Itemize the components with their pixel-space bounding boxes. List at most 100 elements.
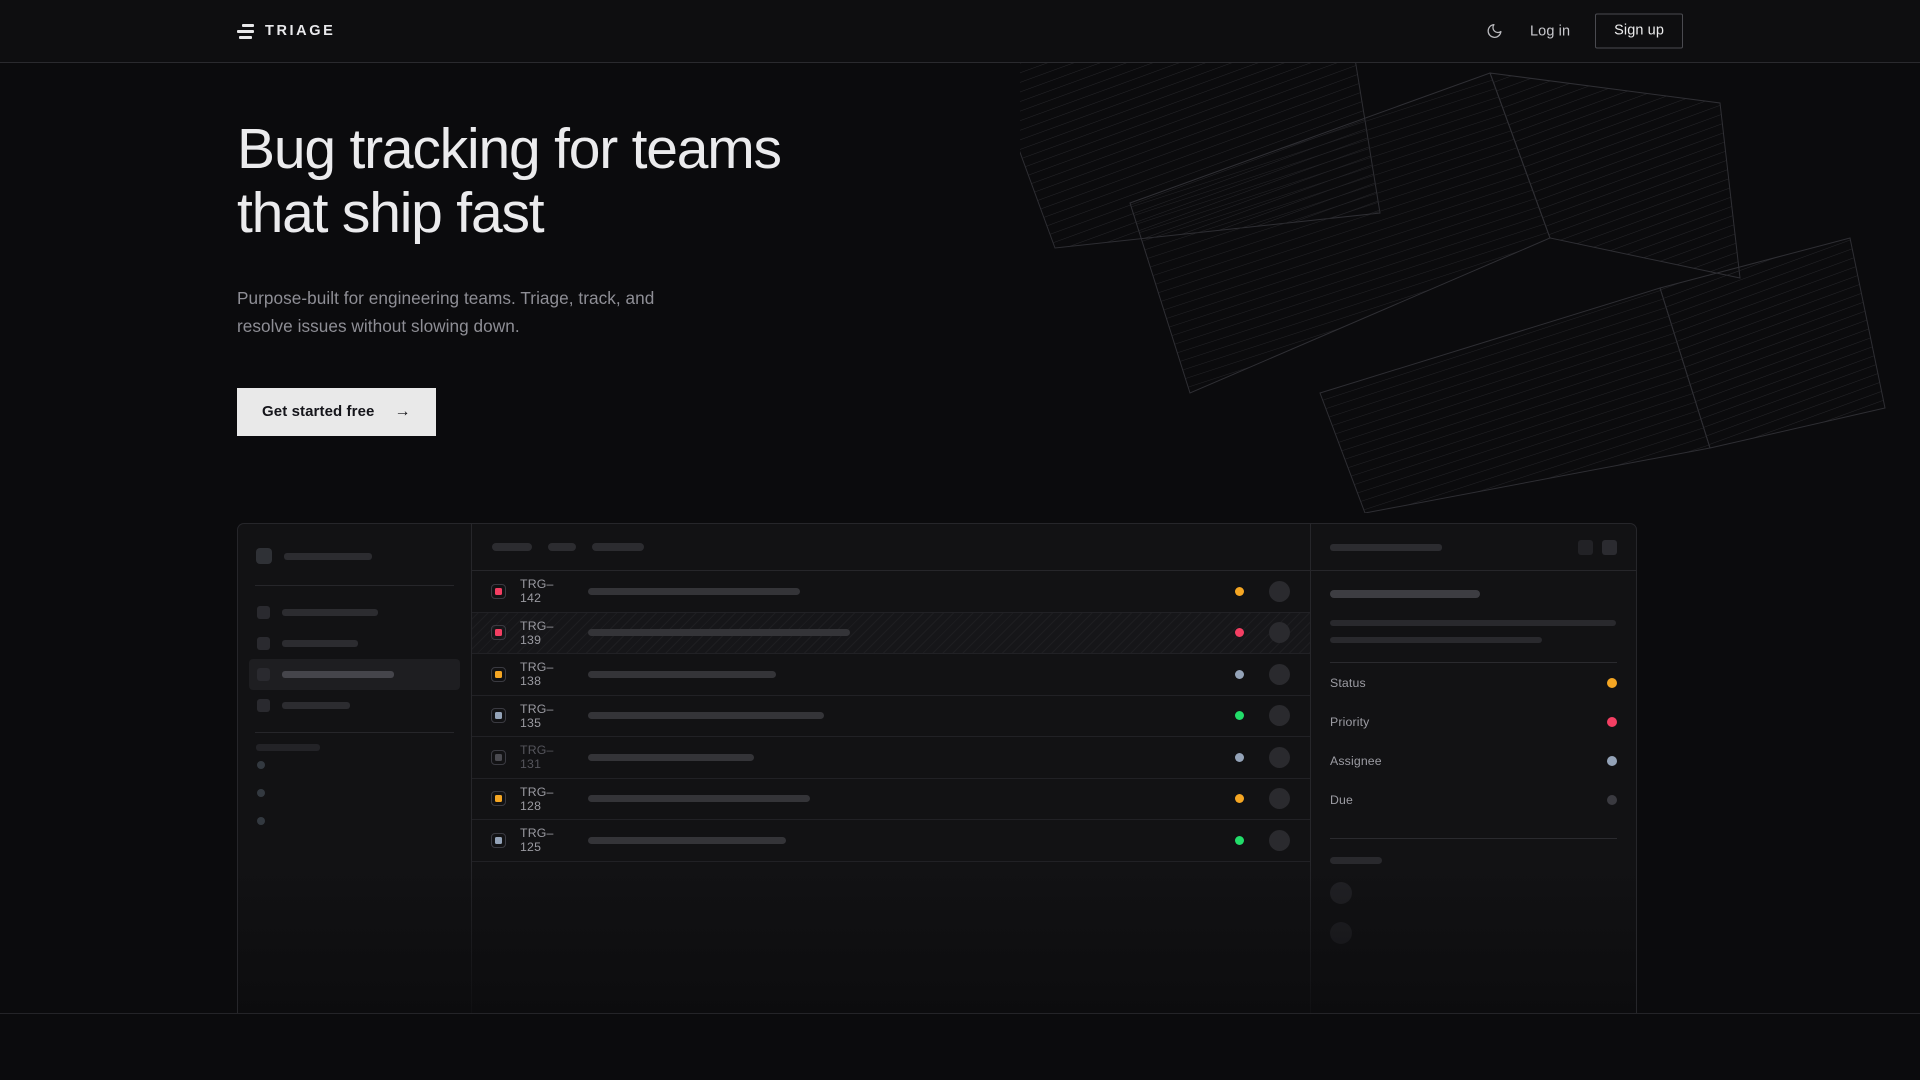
- sidebar-item-2[interactable]: [254, 628, 455, 659]
- avatar: [1269, 788, 1290, 810]
- detail-action-1-button[interactable]: [1578, 539, 1593, 555]
- issue-id: TRG–125: [520, 826, 554, 855]
- priority-chip-icon: [491, 583, 506, 599]
- status-badge: [1235, 669, 1244, 679]
- detail-divider-bottom: [1330, 838, 1617, 839]
- detail-meta-value-dot: [1607, 755, 1617, 766]
- issue-title-skeleton: [588, 670, 776, 678]
- issue-id: TRG–142: [520, 577, 554, 606]
- priority-chip-icon: [491, 749, 506, 765]
- mock-list-toolbar: [472, 524, 1310, 571]
- detail-panel-header: [1311, 524, 1636, 571]
- priority-chip-icon: [491, 666, 506, 682]
- decorative-striped-panels: [979, 27, 1920, 514]
- comments-label-skeleton: [1330, 857, 1382, 864]
- header-actions: Log in Sign up: [1483, 13, 1683, 49]
- hero-section: Bug tracking for teams that ship fast Pu…: [237, 117, 782, 437]
- mock-sidebar: [238, 524, 472, 1013]
- mock-workspace-logo[interactable]: [254, 538, 455, 574]
- detail-meta-priority[interactable]: Priority: [1330, 702, 1617, 741]
- sidebar-mini-item-2[interactable]: [254, 779, 455, 807]
- avatar: [1269, 580, 1290, 602]
- sidebar-item-icon: [257, 637, 270, 650]
- heading-line-1: Bug tracking for teams: [237, 117, 782, 181]
- status-badge: [1235, 711, 1244, 721]
- issue-title-skeleton: [588, 753, 754, 761]
- toolbar-filter-2[interactable]: [548, 543, 576, 551]
- detail-meta-assignee[interactable]: Assignee: [1330, 741, 1617, 780]
- table-row[interactable]: TRG–139: [472, 612, 1310, 654]
- cta-label: Get started free: [262, 403, 375, 421]
- sidebar-item-1[interactable]: [254, 597, 455, 628]
- sidebar-item-label-skeleton: [282, 702, 350, 709]
- sidebar-item-icon: [257, 699, 270, 712]
- moon-icon[interactable]: [1483, 20, 1505, 42]
- detail-header-skeleton: [1330, 543, 1442, 551]
- detail-meta-label: Status: [1330, 675, 1366, 690]
- subheading-line-1: Purpose-built for engineering teams. Tri…: [237, 287, 655, 308]
- avatar: [1269, 622, 1290, 644]
- priority-chip-icon: [491, 832, 506, 848]
- avatar: [1269, 746, 1290, 768]
- status-badge: [1235, 752, 1244, 762]
- detail-body-line-2: [1330, 637, 1542, 643]
- login-link[interactable]: Log in: [1530, 23, 1571, 39]
- detail-title-skeleton: [1330, 590, 1480, 598]
- detail-meta-label: Due: [1330, 792, 1354, 807]
- table-row[interactable]: TRG–138: [472, 654, 1310, 696]
- detail-divider-top: [1330, 662, 1617, 663]
- issue-title-skeleton: [588, 629, 850, 637]
- comment-avatar-1: [1330, 882, 1352, 904]
- mock-sidebar-nav: [249, 597, 460, 721]
- issue-id: TRG–139: [520, 618, 554, 647]
- sidebar-item-label-skeleton: [282, 609, 378, 616]
- brand-logo[interactable]: TRIAGE: [237, 23, 335, 39]
- avatar: [1269, 705, 1290, 727]
- status-badge: [1235, 628, 1244, 638]
- heading-line-2: that ship fast: [237, 180, 545, 245]
- sidebar-mini-dot-icon: [257, 789, 265, 797]
- sidebar-mini-dot-icon: [257, 817, 265, 825]
- issue-id: TRG–135: [520, 701, 554, 730]
- issue-id: TRG–138: [520, 660, 554, 689]
- issue-id: TRG–128: [520, 784, 554, 813]
- sidebar-item-3[interactable]: [249, 659, 460, 690]
- status-badge: [1235, 586, 1244, 596]
- get-started-button[interactable]: Get started free →: [237, 388, 436, 437]
- detail-body-line-1: [1330, 620, 1616, 626]
- detail-comment-avatars: [1330, 882, 1617, 944]
- stacked-bars-logo-icon: [237, 23, 254, 39]
- status-badge: [1235, 794, 1244, 804]
- subheading-line-2: resolve issues without slowing down.: [237, 316, 520, 337]
- avatar: [1269, 829, 1290, 851]
- detail-meta-value-dot: [1607, 677, 1617, 688]
- table-row[interactable]: TRG–142: [472, 571, 1310, 613]
- detail-meta-status[interactable]: Status: [1330, 663, 1617, 702]
- section-divider: [0, 1013, 1920, 1014]
- issue-title-skeleton: [588, 587, 800, 595]
- table-row[interactable]: TRG–128: [472, 779, 1310, 820]
- sidebar-mini-item-1[interactable]: [254, 751, 455, 779]
- detail-body-lines: [1330, 620, 1617, 643]
- toolbar-filter-3[interactable]: [592, 543, 644, 551]
- detail-meta-due[interactable]: Due: [1330, 780, 1617, 819]
- detail-action-2-button[interactable]: [1602, 539, 1617, 555]
- sidebar-item-4[interactable]: [254, 690, 455, 721]
- sidebar-section-label-skeleton: [256, 744, 320, 751]
- sidebar-divider-top: [255, 585, 454, 586]
- sidebar-mini-item-3[interactable]: [254, 807, 455, 835]
- toolbar-filter-1[interactable]: [492, 543, 532, 551]
- table-row[interactable]: TRG–131: [472, 737, 1310, 779]
- table-row[interactable]: TRG–135: [472, 696, 1310, 737]
- priority-chip-icon: [491, 625, 506, 641]
- table-row[interactable]: TRG–125: [472, 820, 1310, 862]
- arrow-right-icon: →: [394, 402, 411, 420]
- signup-button[interactable]: Sign up: [1595, 13, 1683, 49]
- issue-id: TRG–131: [520, 743, 554, 772]
